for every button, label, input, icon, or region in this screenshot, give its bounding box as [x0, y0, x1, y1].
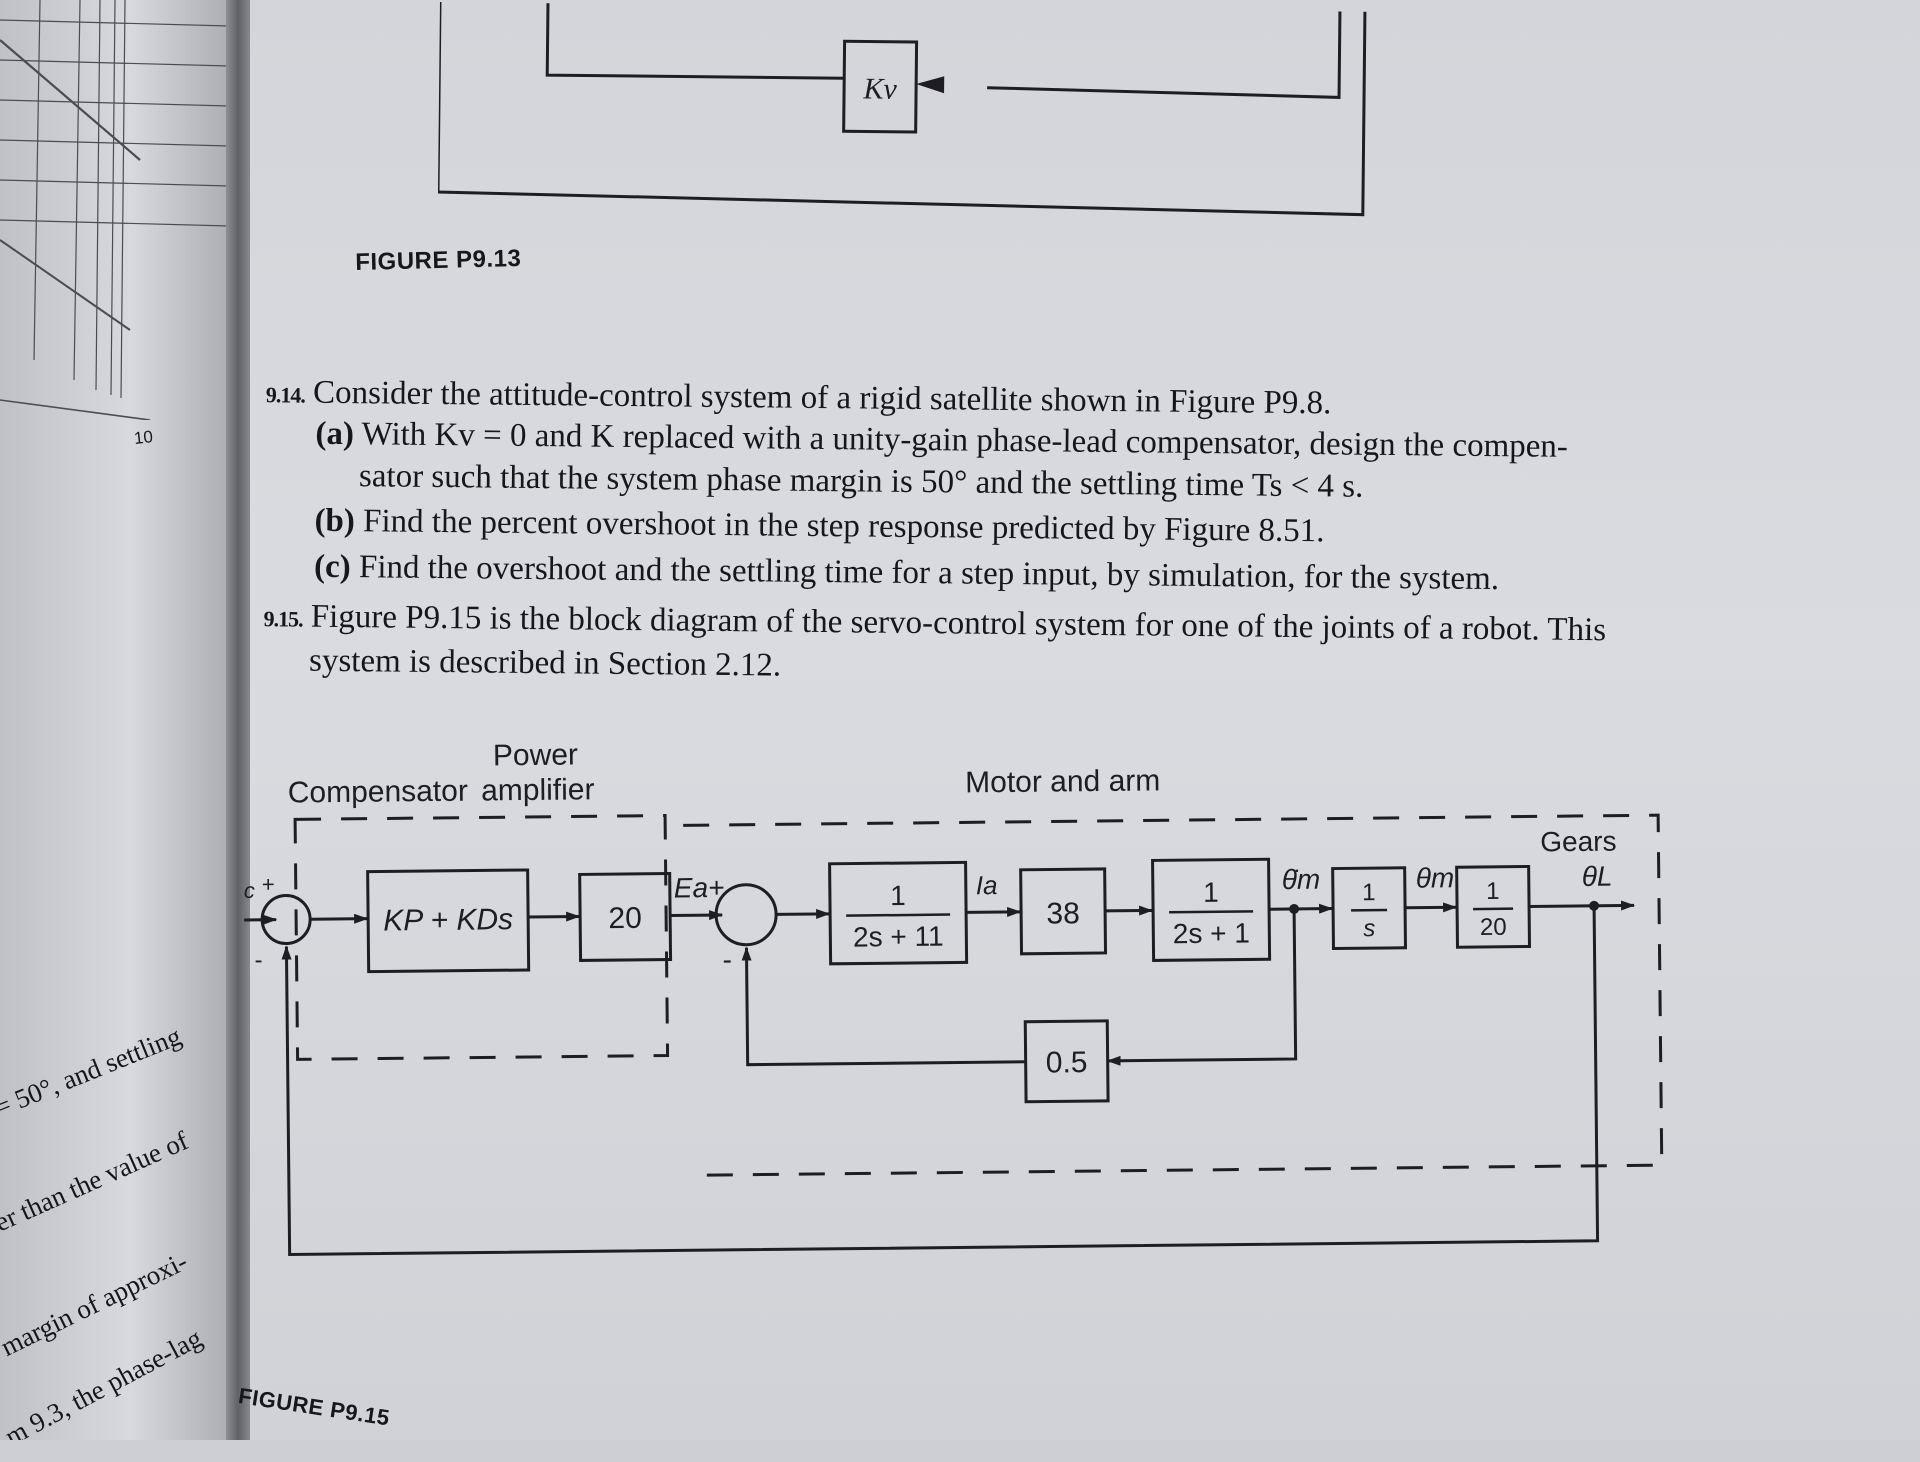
edge-text-line: = 50°, and settling	[0, 1021, 186, 1124]
theta-l-label: θL	[1582, 861, 1613, 892]
label-power: Power	[493, 738, 578, 772]
part-text: sator such that the system phase margin …	[359, 458, 1364, 505]
previous-page-margin: 10 = 50°, and settling er than the value…	[0, 0, 238, 1440]
part-label: (b)	[314, 503, 355, 539]
compensator-expression: KP + KDs	[383, 903, 513, 937]
partial-graph-grid	[0, 0, 230, 420]
book-page: Kv FIGURE P9.13 9.14. Consider the attit…	[250, 0, 1920, 1440]
torque-constant: 38	[1046, 897, 1080, 930]
pickoff-point	[1289, 904, 1299, 914]
axis-tick-label: 10	[133, 427, 154, 449]
problem-914-part-b: (b) Find the percent overshoot in the st…	[314, 501, 1324, 552]
problem-914-part-c: (c) Find the overshoot and the settling …	[314, 547, 1499, 599]
inner-minus-sign: -	[722, 944, 732, 975]
gear-denominator: 20	[1480, 914, 1507, 941]
compensator-amplifier-group	[295, 816, 667, 1060]
pickoff-point	[1589, 901, 1599, 911]
figure-p913-partial: Kv	[438, 2, 1380, 227]
electrical-numerator: 1	[890, 880, 906, 911]
label-amplifier: amplifier	[481, 773, 595, 807]
problem-number: 9.14.	[266, 382, 305, 407]
label-motor-arm: Motor and arm	[965, 764, 1160, 799]
integrator-denominator: s	[1363, 915, 1375, 942]
label-compensator: Compensator	[288, 775, 468, 810]
ia-label: Ia	[976, 870, 998, 900]
theta-m-dot-label: θ̇m	[1282, 864, 1321, 895]
summing-junction-2	[716, 884, 777, 945]
figure-p915-block-diagram: Power Compensator amplifier Motor and ar…	[242, 722, 1919, 1439]
page-content: Kv FIGURE P9.13 9.14. Consider the attit…	[235, 0, 1920, 1457]
part-text: Find the overshoot and the settling time…	[359, 549, 1500, 597]
label-gears: Gears	[1540, 826, 1617, 858]
problem-text: system is described in Section 2.12.	[309, 643, 781, 684]
problem-text: Figure P9.15 is the block diagram of the…	[311, 599, 1607, 649]
gear-numerator: 1	[1486, 878, 1500, 905]
problem-914-part-a-cont: sator such that the system phase margin …	[359, 456, 1364, 507]
mechanical-numerator: 1	[1203, 877, 1219, 908]
input-signal-label: θc	[242, 878, 255, 903]
part-label: (a)	[315, 416, 354, 452]
plus-sign: +	[262, 872, 275, 897]
ea-label: Ea+	[674, 872, 725, 904]
amplifier-gain: 20	[608, 902, 642, 935]
block-diagram-svg: Power Compensator amplifier Motor and ar…	[242, 722, 1919, 1439]
minus-sign: -	[254, 947, 262, 974]
mechanical-denominator: 2s + 1	[1173, 917, 1250, 949]
edge-text-line: er than the value of	[0, 1125, 193, 1238]
integrator-numerator: 1	[1362, 879, 1376, 906]
problem-number: 9.15.	[263, 606, 302, 631]
feedback-gain: 0.5	[1046, 1046, 1088, 1079]
part-text: Find the percent overshoot in the step r…	[363, 503, 1325, 549]
block-kv: Kv	[862, 72, 897, 105]
electrical-denominator: 2s + 11	[853, 921, 944, 953]
figure-p913-caption: FIGURE P9.13	[355, 245, 522, 277]
theta-m-label: θm	[1416, 862, 1455, 893]
part-label: (c)	[314, 549, 351, 585]
problem-915-line-2: system is described in Section 2.12.	[309, 641, 781, 686]
